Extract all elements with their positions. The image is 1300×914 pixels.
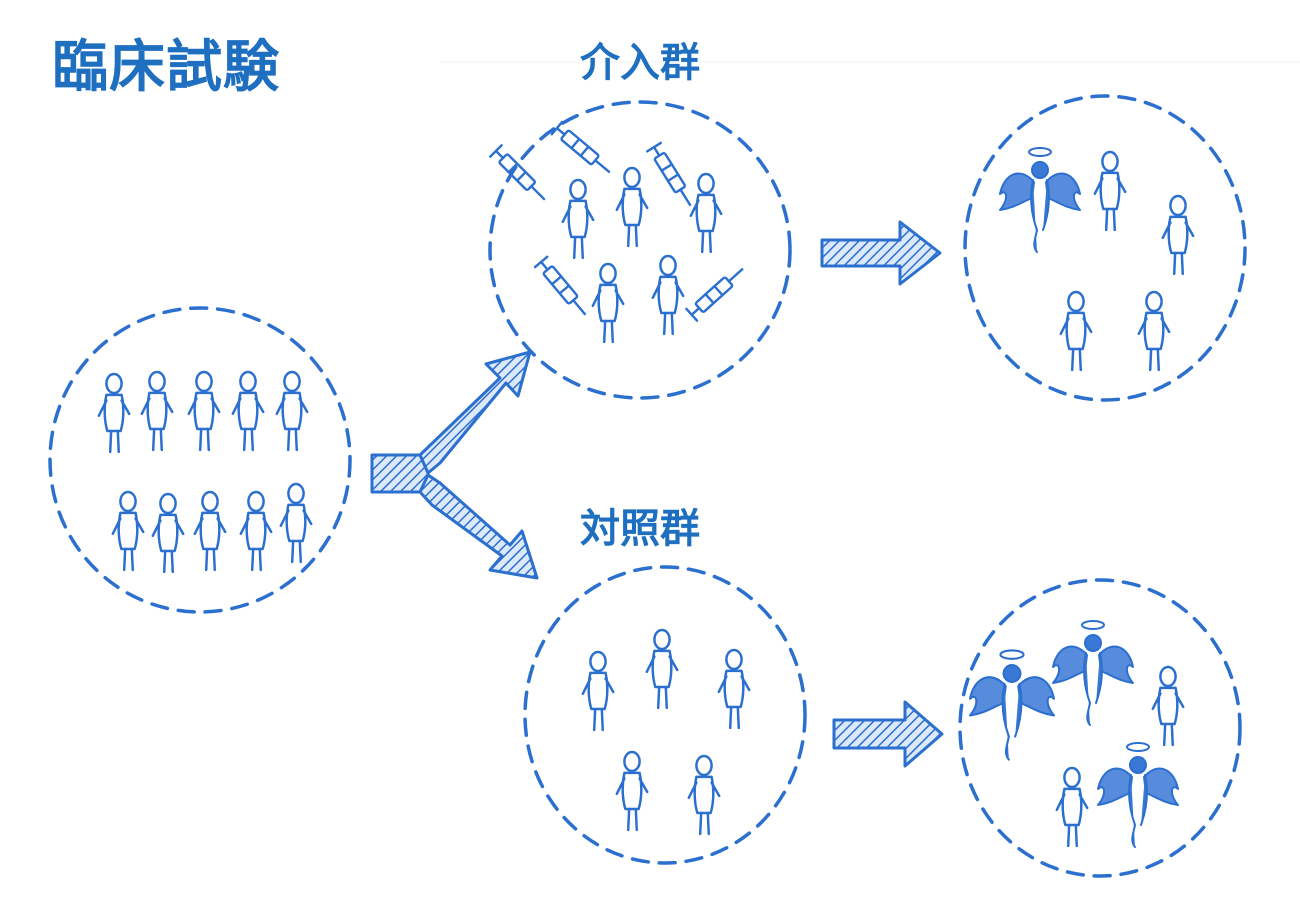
person-icon: [193, 490, 227, 572]
outcome-arrow-bottom-icon: [832, 700, 944, 768]
person-icon: [1093, 150, 1127, 232]
syringe-icon: [533, 255, 587, 316]
intervention-outcome-circle: [963, 94, 1247, 402]
angel-icon: [968, 649, 1056, 761]
intervention-group-circle: [488, 100, 792, 400]
control-group-circle: [523, 565, 807, 865]
person-icon: [581, 650, 615, 732]
person-icon: [275, 370, 309, 452]
person-icon: [1055, 766, 1089, 848]
control-outcome-circle: [958, 578, 1242, 878]
angel-icon: [1052, 620, 1134, 726]
person-icon: [97, 372, 131, 454]
syringe-icon: [489, 144, 546, 201]
person-icon: [231, 370, 265, 452]
person-icon: [1151, 665, 1185, 747]
page-title: 臨床試験: [52, 35, 280, 100]
syringe-icon: [550, 120, 611, 174]
person-icon: [1059, 290, 1093, 372]
person-icon: [615, 750, 649, 832]
person-icon: [561, 178, 595, 260]
person-icon: [651, 254, 685, 336]
person-icon: [151, 492, 185, 574]
person-icon: [645, 628, 679, 710]
person-icon: [591, 262, 625, 344]
syringe-icon: [645, 141, 692, 207]
person-icon: [1161, 194, 1195, 276]
angel-icon: [999, 147, 1081, 253]
population-circle: [48, 306, 352, 614]
person-icon: [239, 490, 273, 572]
person-icon: [111, 490, 145, 572]
person-icon: [717, 648, 751, 730]
outcome-arrow-top-icon: [820, 220, 942, 286]
person-icon: [140, 370, 174, 452]
control-group-label: 対照群: [580, 506, 700, 552]
split-arrow-icon: [370, 350, 539, 580]
person-icon: [279, 482, 313, 564]
syringe-icon: [685, 268, 744, 322]
intervention-group-label: 介入群: [580, 40, 700, 86]
person-icon: [615, 166, 649, 248]
person-icon: [687, 754, 721, 836]
person-icon: [689, 172, 723, 254]
person-icon: [187, 370, 221, 452]
person-icon: [1137, 290, 1171, 372]
angel-icon: [1097, 742, 1179, 848]
